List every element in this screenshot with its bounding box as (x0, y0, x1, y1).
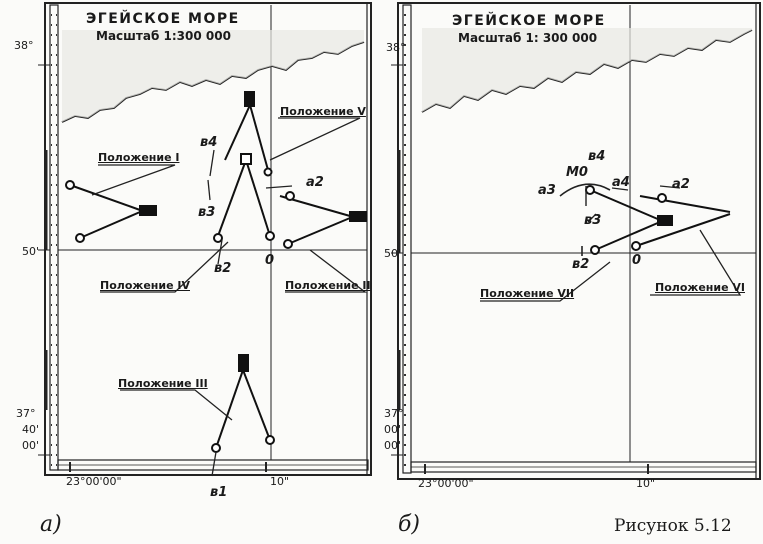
panel-a-lon-right: 10" (270, 475, 290, 488)
panel-a-label: а) (40, 512, 62, 537)
panel-b-label: б) (398, 512, 421, 537)
panel-b-pt-a3: а3 (538, 183, 556, 198)
panel-b-frame (391, 2, 761, 480)
panel-a-pos-5: Положение V (280, 105, 366, 118)
panel-b-pos-6: Положение VI (655, 281, 745, 294)
arc-m0 (559, 183, 611, 197)
panel-b-title: ЭГЕЙСКОЕ МОРЕ (452, 13, 606, 29)
panel-b-lat-00b: 00' (384, 439, 402, 452)
panel-a-pos-2: Положение II (285, 279, 371, 292)
divider-pos-2 (279, 191, 367, 249)
panel-a-lat-00: 00' (22, 439, 40, 452)
divider-pos-1 (65, 180, 157, 243)
divider-pos-7 (585, 185, 673, 255)
panel-a-pt-b2: в2 (214, 261, 232, 276)
panel-b-lat-50: 50' (384, 247, 402, 260)
panel-b-lat-00a: 00' (384, 423, 402, 436)
panel-b-pt-a2: а2 (672, 177, 690, 192)
divider-pos-3 (211, 354, 275, 453)
panel-b-lat-37: 37° (384, 407, 404, 420)
panel-a-pos-3: Положение III (118, 377, 208, 390)
panel-a-lon-left: 23°00'00" (66, 475, 122, 488)
leaders-a (91, 117, 367, 477)
panel-a-lat-40: 40' (22, 423, 40, 436)
leaders-b (480, 185, 742, 302)
panel-b-lon-right: 10" (636, 477, 656, 490)
panel-a-pos-1: Положение I (98, 151, 180, 164)
figure-caption: Рисунок 5.12 (614, 516, 732, 536)
divider-pos-4 (213, 153, 275, 243)
panel-a-pt-a2: а2 (306, 175, 324, 190)
panel-a-pt-b4: в4 (200, 135, 218, 150)
panel-a-pos-4: Положение IV (100, 279, 190, 292)
panel-a-lat-50: 50' (22, 245, 40, 258)
panel-b-lat-38: 38° (386, 41, 406, 54)
panel-a-scale: Масштаб 1:300 000 (96, 29, 231, 43)
panel-b-pt-a4: а4 (612, 175, 630, 190)
divider-pos-6 (631, 193, 731, 251)
panel-a-lat-38: 38° (14, 39, 34, 52)
panel-b-pt-b3: в3 (584, 213, 602, 228)
panel-b-pt-b2: в2 (572, 257, 590, 272)
panel-b-pt-b4: в4 (588, 149, 606, 164)
panel-a-pt-o: 0 (265, 253, 275, 268)
panel-b-pt-o: 0 (632, 253, 642, 268)
panel-a-pt-b3: в3 (198, 205, 216, 220)
panel-a-lat-37: 37° (16, 407, 36, 420)
panel-b-scale: Масштаб 1: 300 000 (458, 31, 598, 45)
panel-a-title: ЭГЕЙСКОЕ МОРЕ (86, 11, 240, 27)
panel-b-lon-left: 23°00'00" (418, 477, 474, 490)
divider-pos-5 (224, 91, 273, 177)
panel-b-pos-7: Положение VII (480, 287, 575, 300)
panel-a-pt-b1: в1 (210, 485, 228, 500)
panel-b-pt-m0: М0 (566, 165, 588, 180)
